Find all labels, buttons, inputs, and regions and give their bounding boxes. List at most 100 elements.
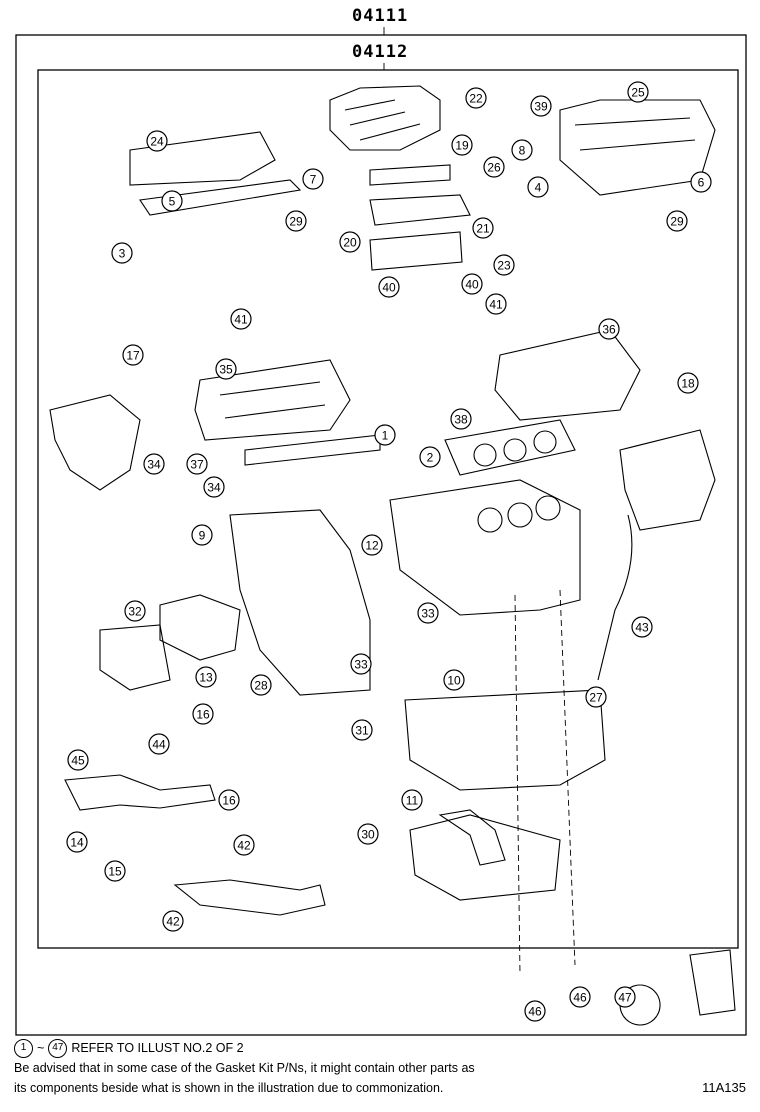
refer-note: 1 ~ 47 REFER TO ILLUST NO.2 OF 2 [14,1038,244,1058]
callout-26: 26 [483,156,505,178]
head-gasket-right [444,419,576,476]
callout-37: 37 [186,453,208,475]
callout-label: 19 [455,139,469,153]
callout-label: 15 [108,865,122,879]
callout-label: 33 [421,607,435,621]
callout-19: 19 [451,134,473,156]
callout-32: 32 [124,600,146,622]
exhaust-manifold-left [49,394,141,491]
callout-24: 24 [146,130,168,152]
callout-7: 7 [302,168,324,190]
callout-31: 31 [351,719,373,741]
callout-12: 12 [361,534,383,556]
intake-plenum [329,85,441,151]
callout-label: 16 [222,794,236,808]
inner-kit-code: 04112 [352,42,409,62]
water-pump-gasket [159,594,241,661]
callout-35: 35 [215,358,237,380]
callout-29: 29 [285,210,307,232]
advisory-line-2: its components beside what is shown in t… [14,1081,444,1095]
callout-label: 2 [427,451,434,465]
callout-label: 4 [535,181,542,195]
callout-16: 16 [192,703,214,725]
manifold-gasket [369,231,463,271]
callout-label: 1 [382,429,389,443]
head-gasket-left [244,434,381,466]
timing-cover [229,509,371,696]
callout-41: 41 [485,293,507,315]
callout-label: 23 [497,259,511,273]
callout-label: 25 [631,86,645,100]
callout-label: 24 [150,135,164,149]
callout-label: 33 [354,658,368,672]
callout-label: 29 [670,215,684,229]
callout-label: 8 [519,144,526,158]
parts-layer [49,85,736,1026]
refer-tilde: ~ [37,1041,45,1055]
oil-pan-lower [409,814,561,901]
callout-label: 30 [361,828,375,842]
callout-label: 6 [698,176,705,190]
callout-10: 10 [443,669,465,691]
callout-46: 46 [569,986,591,1008]
rear-plate [689,949,736,1016]
callout-label: 18 [681,377,695,391]
callout-46: 46 [524,1000,546,1022]
callout-label: 7 [310,173,317,187]
water-outlet [64,774,216,811]
outer-kit-code: 04111 [352,6,409,26]
refer-start-circle: 1 [14,1038,33,1058]
callout-label: 41 [234,313,248,327]
callout-40: 40 [461,273,483,295]
callout-41: 41 [230,308,252,330]
callout-label: 20 [343,236,357,250]
callout-40: 40 [378,276,400,298]
callout-label: 34 [147,458,161,472]
callout-6: 6 [690,171,712,193]
callout-47: 47 [614,986,636,1008]
callout-17: 17 [122,344,144,366]
callout-label: 10 [447,674,461,688]
callout-34: 34 [203,476,225,498]
callout-38: 38 [450,408,472,430]
callout-2: 2 [419,446,441,468]
callout-42: 42 [162,910,184,932]
callout-label: 41 [489,298,503,312]
callout-label: 27 [589,691,603,705]
head-left [194,359,351,441]
callout-label: 14 [70,836,84,850]
callout-29: 29 [666,210,688,232]
callout-5: 5 [161,190,183,212]
callout-label: 3 [119,247,126,261]
callout-27: 27 [585,686,607,708]
callout-layer: 1234567891011121314151616171819202122232… [66,81,712,1022]
callout-1: 1 [374,424,396,446]
callout-8: 8 [511,139,533,161]
callout-label: 5 [169,195,176,209]
exhaust-manifold-right [619,429,716,531]
water-pump [99,624,171,691]
callout-label: 47 [618,991,632,1005]
callout-label: 11 [406,794,419,808]
oil-pan-upper [404,689,606,791]
inner-kit-frame [37,69,739,949]
callout-label: 16 [196,708,210,722]
callout-13: 13 [195,666,217,688]
callout-label: 40 [382,281,396,295]
exhaust-pipe [173,879,326,916]
refer-end-circle: 47 [48,1038,68,1058]
callout-11: 11 [401,789,423,811]
callout-label: 42 [166,915,180,929]
callout-30: 30 [357,823,379,845]
callout-44: 44 [148,733,170,755]
callout-label: 43 [635,621,649,635]
refer-text: REFER TO ILLUST NO.2 OF 2 [71,1041,244,1055]
callout-label: 26 [487,161,501,175]
callout-34: 34 [143,453,165,475]
callout-36: 36 [598,318,620,340]
callout-label: 37 [190,458,204,472]
callout-label: 29 [289,215,303,229]
callout-23: 23 [493,254,515,276]
callout-33: 33 [417,602,439,624]
callout-label: 31 [355,724,369,738]
